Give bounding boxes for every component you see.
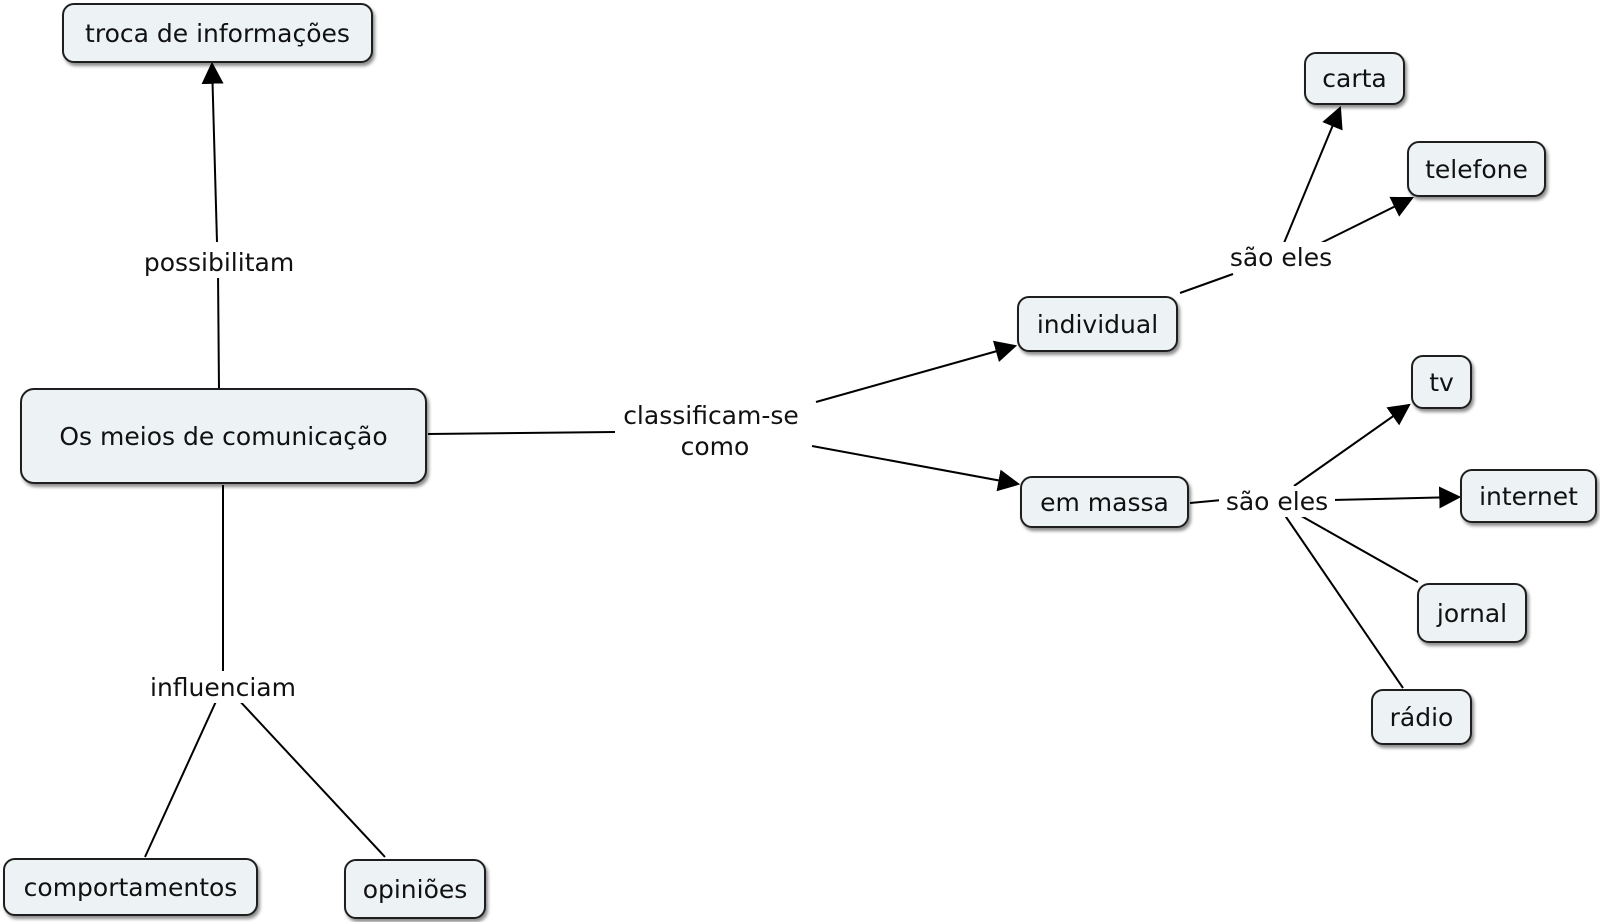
link-label-sao-eles-individual: são eles [1223, 242, 1339, 273]
edge-possibilitam-to-troca [201, 61, 224, 243]
link-label-como: como [667, 431, 763, 462]
link-label-possibilitam: possibilitam [137, 247, 301, 278]
edge-sao-eles-to-jornal [1295, 512, 1419, 583]
link-label-classificam-se: classificam-se [612, 400, 810, 431]
edge-individual-to-sao-eles [1179, 273, 1234, 294]
edge-classificam-to-individual [815, 340, 1018, 403]
edge-sao-eles-to-internet [1331, 486, 1462, 509]
edge-sao-eles-to-tv [1293, 403, 1411, 487]
link-label-influenciam: influenciam [142, 672, 304, 703]
edge-classificam-to-massa [811, 445, 1021, 492]
node-troca-de-informacoes[interactable]: troca de informações [62, 3, 373, 63]
node-os-meios-de-comunicacao[interactable]: Os meios de comunicação [20, 388, 427, 484]
edge-massa-to-sao-eles [1189, 499, 1223, 504]
node-carta[interactable]: carta [1304, 52, 1405, 105]
node-em-massa[interactable]: em massa [1020, 476, 1189, 528]
node-telefone[interactable]: telefone [1407, 141, 1546, 197]
edge-meios-to-classificam [427, 431, 616, 435]
edge-influenciam-to-opinioes [235, 696, 386, 858]
edge-meios-to-possibilitam [217, 271, 220, 391]
node-internet[interactable]: internet [1460, 469, 1597, 523]
node-comportamentos[interactable]: comportamentos [3, 858, 258, 916]
node-radio[interactable]: rádio [1371, 689, 1472, 745]
link-label-sao-eles-massa: são eles [1219, 486, 1335, 517]
node-individual[interactable]: individual [1017, 296, 1178, 352]
edge-sao-eles-to-telefone [1314, 196, 1414, 247]
edge-sao-eles-to-radio [1283, 513, 1404, 689]
edge-sao-eles-to-carta [1283, 105, 1343, 244]
node-tv[interactable]: tv [1411, 355, 1472, 409]
node-jornal[interactable]: jornal [1417, 583, 1527, 643]
edge-influenciam-to-comportamentos [144, 696, 219, 858]
node-opinioes[interactable]: opiniões [344, 859, 486, 919]
